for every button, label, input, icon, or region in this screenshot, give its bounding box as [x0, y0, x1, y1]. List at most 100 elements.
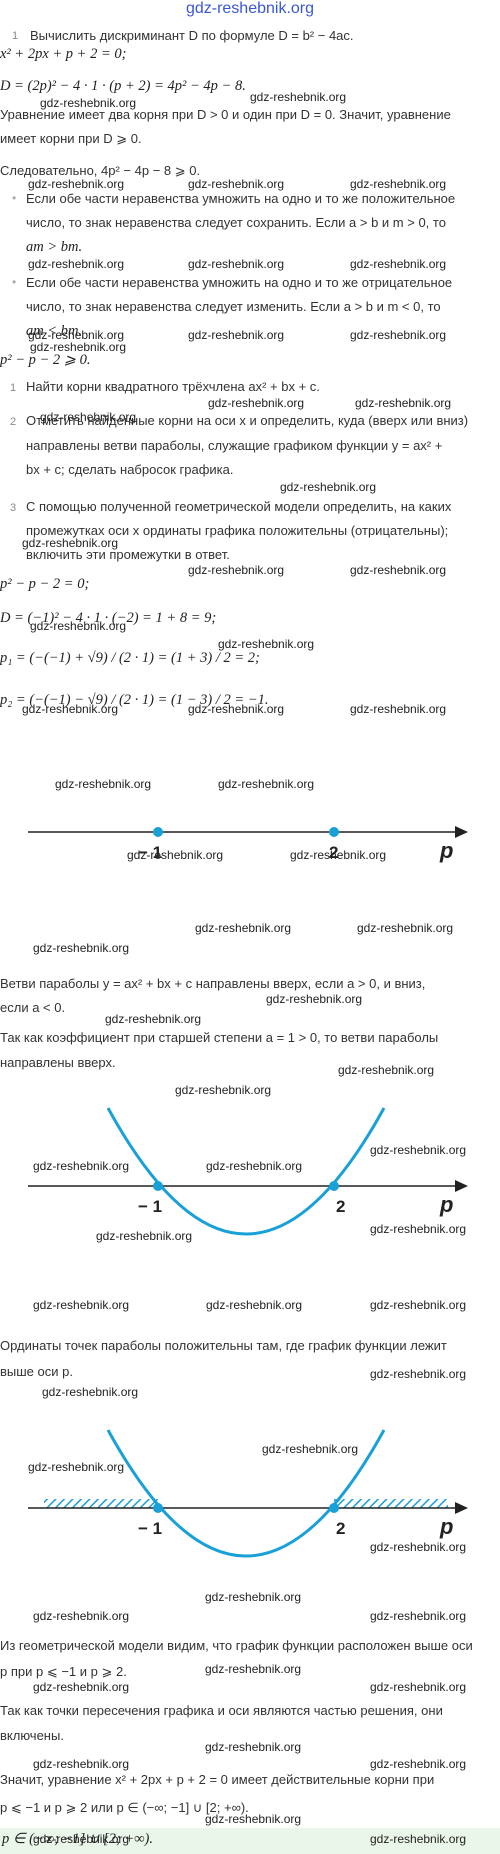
equation: p² − p − 2 = 0; — [0, 576, 90, 592]
watermark: gdz-reshebnik.org — [370, 1222, 467, 1236]
watermark: gdz-reshebnik.org — [357, 921, 454, 935]
axis-label: p — [439, 1192, 453, 1217]
root-point — [153, 827, 163, 837]
watermark: gdz-reshebnik.org — [55, 777, 152, 791]
text-line: Следовательно, 4p² − 4p − 8 ⩾ 0. — [0, 163, 201, 178]
text-line: Отметить найденные корни на оси x и опре… — [26, 413, 469, 428]
watermark: gdz-reshebnik.org — [350, 177, 447, 191]
watermark: gdz-reshebnik.org — [206, 1298, 303, 1312]
equation: p₁ = (−(−1) + √9) / (2 · 1) = (1 + 3) / … — [0, 650, 260, 666]
text-line: Найти корни квадратного трёхчлена ax² + … — [26, 379, 320, 394]
watermark: gdz-reshebnik.org — [188, 563, 285, 577]
watermark: gdz-reshebnik.org — [40, 96, 137, 110]
root-point — [329, 1503, 339, 1513]
formula: am < bm. — [26, 323, 83, 339]
axis-label: p — [439, 1514, 453, 1539]
bullet-icon: • — [12, 275, 17, 289]
step-number: 1 — [10, 382, 17, 394]
watermark: gdz-reshebnik.org — [28, 1460, 125, 1474]
text-line: имеет корни при D ⩾ 0. — [0, 131, 142, 146]
watermark: gdz-reshebnik.org — [350, 257, 447, 271]
root-label: 2 — [336, 1519, 345, 1538]
root-point — [153, 1181, 163, 1191]
watermark: gdz-reshebnik.org — [96, 1229, 193, 1243]
watermark: gdz-reshebnik.org — [188, 257, 285, 271]
text-line: p ⩽ −1 и p ⩾ 2 или p ∈ (−∞; −1] ∪ [2; +∞… — [0, 1800, 249, 1815]
root-label: 2 — [336, 1197, 345, 1216]
text-line: Так как коэффициент при старшей степени … — [0, 1030, 439, 1045]
text-line: Уравнение имеет два корня при D > 0 и од… — [0, 107, 451, 122]
watermark: gdz-reshebnik.org — [33, 941, 130, 955]
watermark: gdz-reshebnik.org — [30, 340, 127, 354]
text-line: Вычислить дискриминант D по формуле D = … — [30, 28, 354, 43]
root-label: 2 — [329, 843, 338, 862]
watermark: gdz-reshebnik.org — [30, 619, 127, 633]
text-line: включить эти промежутки в ответ. — [26, 547, 230, 562]
watermark: gdz-reshebnik.org — [28, 257, 125, 271]
watermark: gdz-reshebnik.org — [262, 1442, 359, 1456]
text-line: Значит, уравнение x² + 2px + p + 2 = 0 и… — [0, 1772, 435, 1787]
watermark: gdz-reshebnik.org — [205, 1812, 302, 1826]
watermark: gdz-reshebnik.org — [188, 328, 285, 342]
watermark: gdz-reshebnik.org — [370, 1757, 467, 1771]
watermark: gdz-reshebnik.org — [338, 1063, 435, 1077]
step-number: 3 — [10, 502, 17, 514]
watermark: gdz-reshebnik.org — [266, 992, 363, 1006]
watermark: gdz-reshebnik.org — [33, 1298, 130, 1312]
watermark: gdz-reshebnik.org — [42, 1385, 139, 1399]
watermark: gdz-reshebnik.org — [175, 1083, 272, 1097]
equation: D = (−1)² − 4 · 1 · (−2) = 1 + 8 = 9; — [0, 610, 217, 626]
equation: x² + 2px + p + 2 = 0; — [0, 46, 127, 62]
watermark: gdz-reshebnik.org — [370, 1680, 467, 1694]
text-line: Если обе части неравенства умножить на о… — [26, 275, 453, 290]
watermark: gdz-reshebnik.org — [206, 1159, 303, 1173]
watermark: gdz-reshebnik.org — [350, 702, 447, 716]
text-line: С помощью полученной геометрической моде… — [26, 499, 452, 514]
equation: D = (2p)² − 4 · 1 · (p + 2) = 4p² − 4p −… — [0, 78, 246, 94]
hatched-interval — [44, 1499, 158, 1508]
arrow-icon — [455, 1502, 468, 1514]
root-point — [329, 827, 339, 837]
site-header[interactable]: gdz-reshebnik.org — [185, 0, 315, 17]
parabola-curve — [106, 1107, 386, 1236]
watermark: gdz-reshebnik.org — [370, 1540, 467, 1554]
text-line: Так как точки пересечения графика и оси … — [0, 1703, 443, 1718]
watermark: gdz-reshebnik.org — [205, 1590, 302, 1604]
watermark: gdz-reshebnik.org — [33, 1159, 130, 1173]
arrow-icon — [455, 1180, 468, 1192]
watermark: gdz-reshebnik.org — [370, 1832, 467, 1846]
watermark: gdz-reshebnik.org — [188, 702, 285, 716]
text-line: включены. — [0, 1728, 64, 1743]
watermark: gdz-reshebnik.org — [208, 396, 305, 410]
text-line: bx + c; сделать набросок графика. — [26, 462, 234, 477]
text-line: если a < 0. — [0, 1000, 66, 1015]
watermark: gdz-reshebnik.org — [33, 1680, 130, 1694]
answer: p ∈ (−∞; −1] ∪ [2; +∞). — [2, 1831, 153, 1847]
root-label: − 1 — [138, 843, 162, 862]
watermark: gdz-reshebnik.org — [22, 536, 119, 550]
watermark: gdz-reshebnik.org — [33, 1609, 130, 1623]
text-line: Если обе части неравенства умножить на о… — [26, 191, 456, 206]
watermark: gdz-reshebnik.org — [370, 1609, 467, 1623]
parabola-figure: − 1 2 p — [28, 1107, 468, 1236]
watermark: gdz-reshebnik.org — [218, 637, 315, 651]
solution-figure: − 1 2 p — [28, 1429, 468, 1558]
text-line: число, то знак неравенства следует измен… — [26, 299, 441, 314]
formula: am > bm. — [26, 239, 83, 255]
text-line: направлены ветви параболы, служащие граф… — [26, 438, 443, 453]
watermark: gdz-reshebnik.org — [350, 563, 447, 577]
step-number: 2 — [10, 416, 17, 428]
equation: p₂ = (−(−1) − √9) / (2 · 1) = (1 − 3) / … — [0, 692, 269, 708]
watermark: gdz-reshebnik.org — [280, 480, 377, 494]
watermark: gdz-reshebnik.org — [350, 328, 447, 342]
watermark: gdz-reshebnik.org — [355, 396, 452, 410]
step-number: 1 — [12, 30, 19, 42]
root-point — [153, 1503, 163, 1513]
root-label: − 1 — [138, 1519, 162, 1538]
watermark: gdz-reshebnik.org — [370, 1298, 467, 1312]
watermark: gdz-reshebnik.org — [290, 848, 387, 862]
text-line: направлены вверх. — [0, 1055, 116, 1070]
watermark: gdz-reshebnik.org — [33, 1832, 130, 1846]
watermark: gdz-reshebnik.org — [40, 410, 137, 424]
root-point — [329, 1181, 339, 1191]
